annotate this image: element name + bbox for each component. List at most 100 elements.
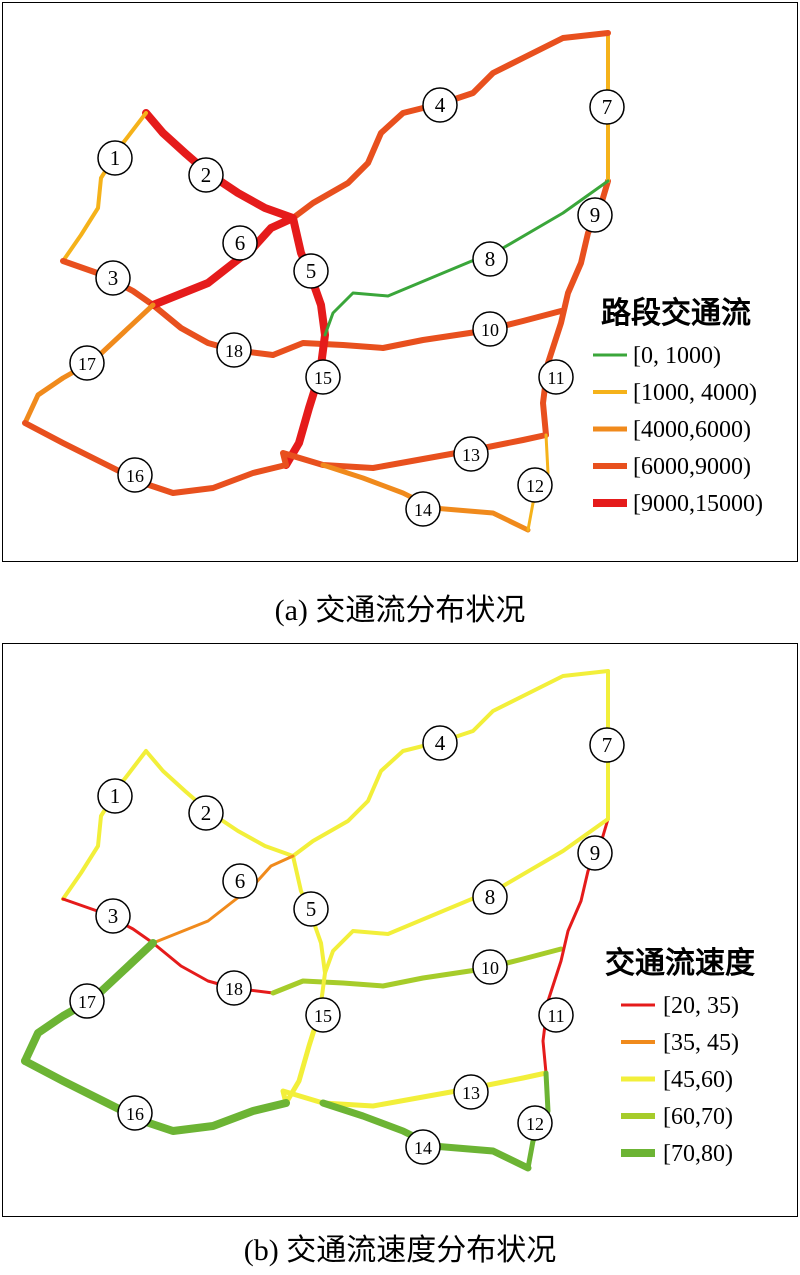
- legend-title: 交通流速度: [605, 946, 755, 980]
- node-marker: 3: [95, 260, 131, 296]
- node-marker: 7: [589, 89, 625, 125]
- node-marker: 8: [472, 879, 508, 915]
- node-circle: [577, 197, 613, 233]
- node-marker: 9: [577, 197, 613, 233]
- road-segment: [280, 1070, 549, 1109]
- node-label: 13: [462, 1083, 480, 1103]
- node-label: 7: [602, 733, 613, 757]
- legend-label: [6000,9000): [633, 454, 751, 480]
- node-label: 17: [78, 354, 96, 374]
- node-circle: [293, 891, 329, 927]
- node-circle: [405, 1129, 441, 1165]
- node-marker: 12: [517, 1105, 553, 1141]
- node-circle: [95, 898, 131, 934]
- node-label: 9: [590, 841, 601, 865]
- road-segment: [61, 111, 148, 263]
- node-label: 11: [547, 1006, 564, 1026]
- node-circle: [589, 89, 625, 125]
- node-circle: [95, 260, 131, 296]
- node-circle: [472, 241, 508, 277]
- node-marker: 17: [69, 983, 105, 1019]
- node-circle: [69, 983, 105, 1019]
- road-segment: [151, 854, 295, 945]
- node-marker: 13: [453, 436, 489, 472]
- node-circle: [188, 157, 224, 193]
- node-marker: 5: [293, 891, 329, 927]
- node-label: 5: [306, 259, 317, 283]
- legend-label: [9000,15000): [633, 491, 763, 517]
- node-label: 2: [201, 801, 212, 825]
- node-marker: 13: [453, 1074, 489, 1110]
- node-marker: 1: [97, 778, 133, 814]
- node-circle: [405, 491, 441, 527]
- node-circle: [97, 778, 133, 814]
- node-label: 5: [306, 897, 317, 921]
- node-circle: [97, 140, 133, 176]
- legend-traffic-speed: 交通流速度 [20, 35)[35, 45)[45,60)[60,70)[70,…: [605, 946, 755, 1167]
- node-circle: [188, 795, 224, 831]
- node-label: 17: [78, 992, 96, 1012]
- node-circle: [305, 997, 341, 1033]
- node-marker: 15: [305, 997, 341, 1033]
- node-marker: 3: [95, 898, 131, 934]
- node-marker: 2: [188, 795, 224, 831]
- node-label: 16: [126, 1104, 144, 1124]
- road-segment: [61, 749, 148, 901]
- node-label: 18: [225, 341, 243, 361]
- node-marker: 18: [216, 970, 252, 1006]
- node-marker: 8: [472, 241, 508, 277]
- node-circle: [293, 253, 329, 289]
- node-label: 1: [110, 146, 121, 170]
- node-label: 2: [201, 163, 212, 187]
- node-label: 16: [126, 466, 144, 486]
- legend-label: [20, 35): [663, 993, 739, 1019]
- node-label: 6: [235, 231, 246, 255]
- node-marker: 1: [97, 140, 133, 176]
- road-segment: [280, 432, 549, 471]
- node-circle: [589, 727, 625, 763]
- node-circle: [422, 725, 458, 761]
- node-marker: 10: [472, 949, 508, 985]
- node-marker: 2: [188, 157, 224, 193]
- node-marker: 5: [293, 253, 329, 289]
- node-circle: [216, 332, 252, 368]
- road-segment: [22, 420, 289, 496]
- node-circle: [305, 359, 341, 395]
- node-circle: [517, 467, 553, 503]
- node-marker: 4: [422, 725, 458, 761]
- road-segment: [270, 308, 564, 358]
- node-circle: [222, 225, 258, 261]
- node-label: 7: [602, 95, 613, 119]
- road-segment: [323, 179, 610, 337]
- legend-label: [70,80): [663, 1141, 733, 1167]
- node-circle: [472, 311, 508, 347]
- node-marker: 6: [222, 863, 258, 899]
- node-circle: [117, 1095, 153, 1131]
- road-segment: [290, 30, 611, 221]
- node-marker: 18: [216, 332, 252, 368]
- node-label: 12: [526, 476, 544, 496]
- legend-label: [35, 45): [663, 1030, 739, 1056]
- node-circle: [538, 997, 574, 1033]
- legend-label: [1000, 4000): [633, 380, 757, 406]
- node-label: 10: [481, 958, 499, 978]
- node-marker: 16: [117, 1095, 153, 1131]
- node-marker: 11: [538, 359, 574, 395]
- node-label: 4: [435, 93, 446, 117]
- node-label: 1: [110, 784, 121, 808]
- caption-traffic-flow: (a) 交通流分布状况: [274, 594, 526, 627]
- node-label: 9: [590, 203, 601, 227]
- node-label: 3: [108, 266, 119, 290]
- node-label: 8: [485, 247, 496, 271]
- node-label: 8: [485, 885, 496, 909]
- node-circle: [453, 1074, 489, 1110]
- node-circle: [472, 879, 508, 915]
- legend-title: 路段交通流: [601, 296, 751, 330]
- node-marker: 16: [117, 457, 153, 493]
